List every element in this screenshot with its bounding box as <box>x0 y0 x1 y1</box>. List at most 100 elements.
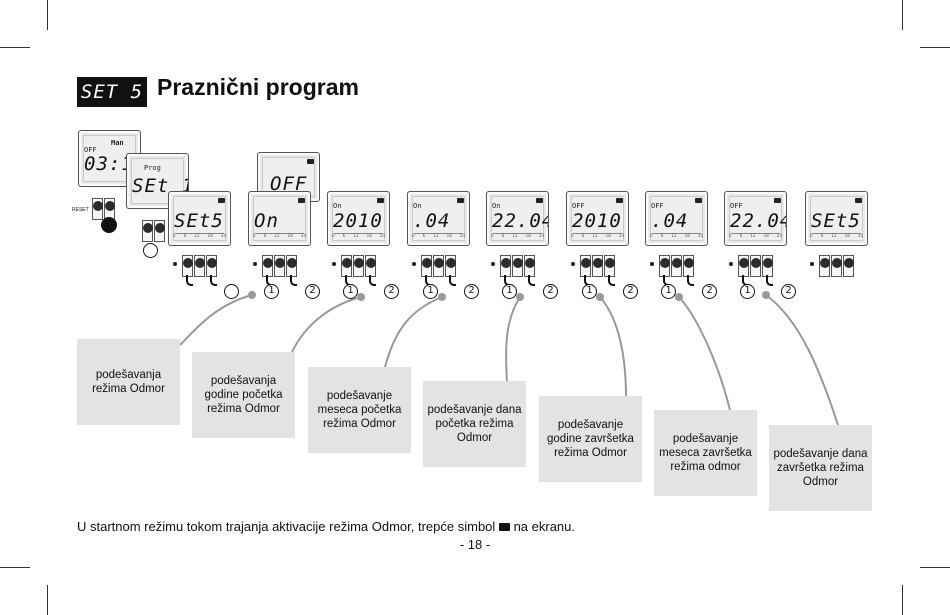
tick-label: 24 <box>857 233 863 238</box>
led-dot <box>571 262 575 266</box>
tick-label: 24 <box>379 233 385 238</box>
callout-box: podešavanje godine završetka režima Odmo… <box>539 396 642 482</box>
ok-button[interactable] <box>683 255 694 277</box>
tick-label: 6 <box>739 233 743 238</box>
plus-button[interactable] <box>831 255 842 277</box>
plus-button[interactable] <box>353 255 364 277</box>
led-dot <box>332 262 336 266</box>
led-dot <box>412 262 416 266</box>
reset-button[interactable] <box>92 198 103 220</box>
tick-label: 24 <box>220 233 226 238</box>
lcd-big-text: .04 <box>651 210 689 232</box>
suitcase-icon <box>695 198 702 203</box>
ok-button[interactable] <box>365 255 376 277</box>
lcd-small-text: OFF <box>572 202 585 210</box>
ok-button[interactable] <box>524 255 535 277</box>
minus-button[interactable] <box>738 255 749 277</box>
minus-button[interactable] <box>819 255 830 277</box>
tick-label: 24 <box>300 233 306 238</box>
press-arrow <box>766 275 773 286</box>
connector-line <box>291 296 362 353</box>
lcd-big-text: 22.04 <box>492 210 549 232</box>
callout-box: podešavanja režima Odmor <box>77 339 180 425</box>
step-number-one: 1 <box>502 284 517 299</box>
tick-label: 18 <box>446 233 452 238</box>
plus-button[interactable] <box>194 255 205 277</box>
ok-button[interactable] <box>604 255 615 277</box>
minus-button[interactable] <box>182 255 193 277</box>
tick-label: 6 <box>183 233 187 238</box>
lcd-prog-label: Prog <box>144 164 161 172</box>
plus-button[interactable] <box>592 255 603 277</box>
plus-button[interactable] <box>433 255 444 277</box>
callout-box: podešavanje meseca završetka režima odmo… <box>654 410 757 496</box>
plus-button[interactable] <box>274 255 285 277</box>
tick-label: 0 <box>412 233 415 238</box>
tick-label: 6 <box>501 233 505 238</box>
plus-button[interactable] <box>671 255 682 277</box>
plus-button[interactable] <box>750 255 761 277</box>
tick-label: 12 <box>512 233 518 238</box>
connector-line <box>599 296 627 397</box>
tick-label: 0 <box>173 233 176 238</box>
tick-label: 18 <box>287 233 293 238</box>
suitcase-icon <box>774 198 781 203</box>
suitcase-icon <box>855 198 862 203</box>
crop-mark <box>47 585 48 615</box>
lcd-big-text: SEt5 <box>174 210 224 232</box>
minus-button[interactable] <box>341 255 352 277</box>
ok-button[interactable] <box>445 255 456 277</box>
press-arrow <box>687 275 694 286</box>
ok-button[interactable] <box>206 255 217 277</box>
tick-label: 12 <box>433 233 439 238</box>
tick-label: 6 <box>422 233 426 238</box>
connector-line <box>179 294 253 346</box>
plus-button[interactable] <box>512 255 523 277</box>
mode-button[interactable] <box>142 220 153 242</box>
minus-button[interactable] <box>262 255 273 277</box>
suitcase-icon <box>377 198 384 203</box>
lcd-big-text: 2010 <box>333 210 383 232</box>
minus-button[interactable] <box>580 255 591 277</box>
reset-label: RESET <box>72 207 89 213</box>
tick-label: 6 <box>263 233 267 238</box>
minus-button[interactable] <box>659 255 670 277</box>
lcd-small-text: On <box>333 202 342 210</box>
press-indicator <box>143 243 158 258</box>
crop-mark <box>902 585 903 615</box>
crop-mark <box>902 0 903 30</box>
mode-button[interactable] <box>154 220 165 242</box>
suitcase-icon <box>498 523 510 531</box>
ok-button[interactable] <box>286 255 297 277</box>
ok-button[interactable] <box>843 255 854 277</box>
led-dot <box>253 262 257 266</box>
tick-label: 6 <box>581 233 585 238</box>
tick-label: 18 <box>605 233 611 238</box>
tick-label: 0 <box>571 233 574 238</box>
lcd-big-text: 22.04 <box>730 210 787 232</box>
crop-mark <box>920 47 950 48</box>
ok-button[interactable] <box>762 255 773 277</box>
step-number-two: 2 <box>623 284 638 299</box>
press-arrow <box>290 275 297 286</box>
lcd-big-text: SEt5 <box>811 210 861 232</box>
lcd-small-text: OFF <box>730 202 743 210</box>
step-number-two: 2 <box>781 284 796 299</box>
minus-button[interactable] <box>500 255 511 277</box>
step-number-two: 2 <box>702 284 717 299</box>
minus-button[interactable] <box>421 255 432 277</box>
tick-label: 12 <box>750 233 756 238</box>
step-number-one: 1 <box>423 284 438 299</box>
tick-label: 24 <box>697 233 703 238</box>
lcd-big-text: On <box>254 210 279 232</box>
connector-line <box>678 296 731 411</box>
